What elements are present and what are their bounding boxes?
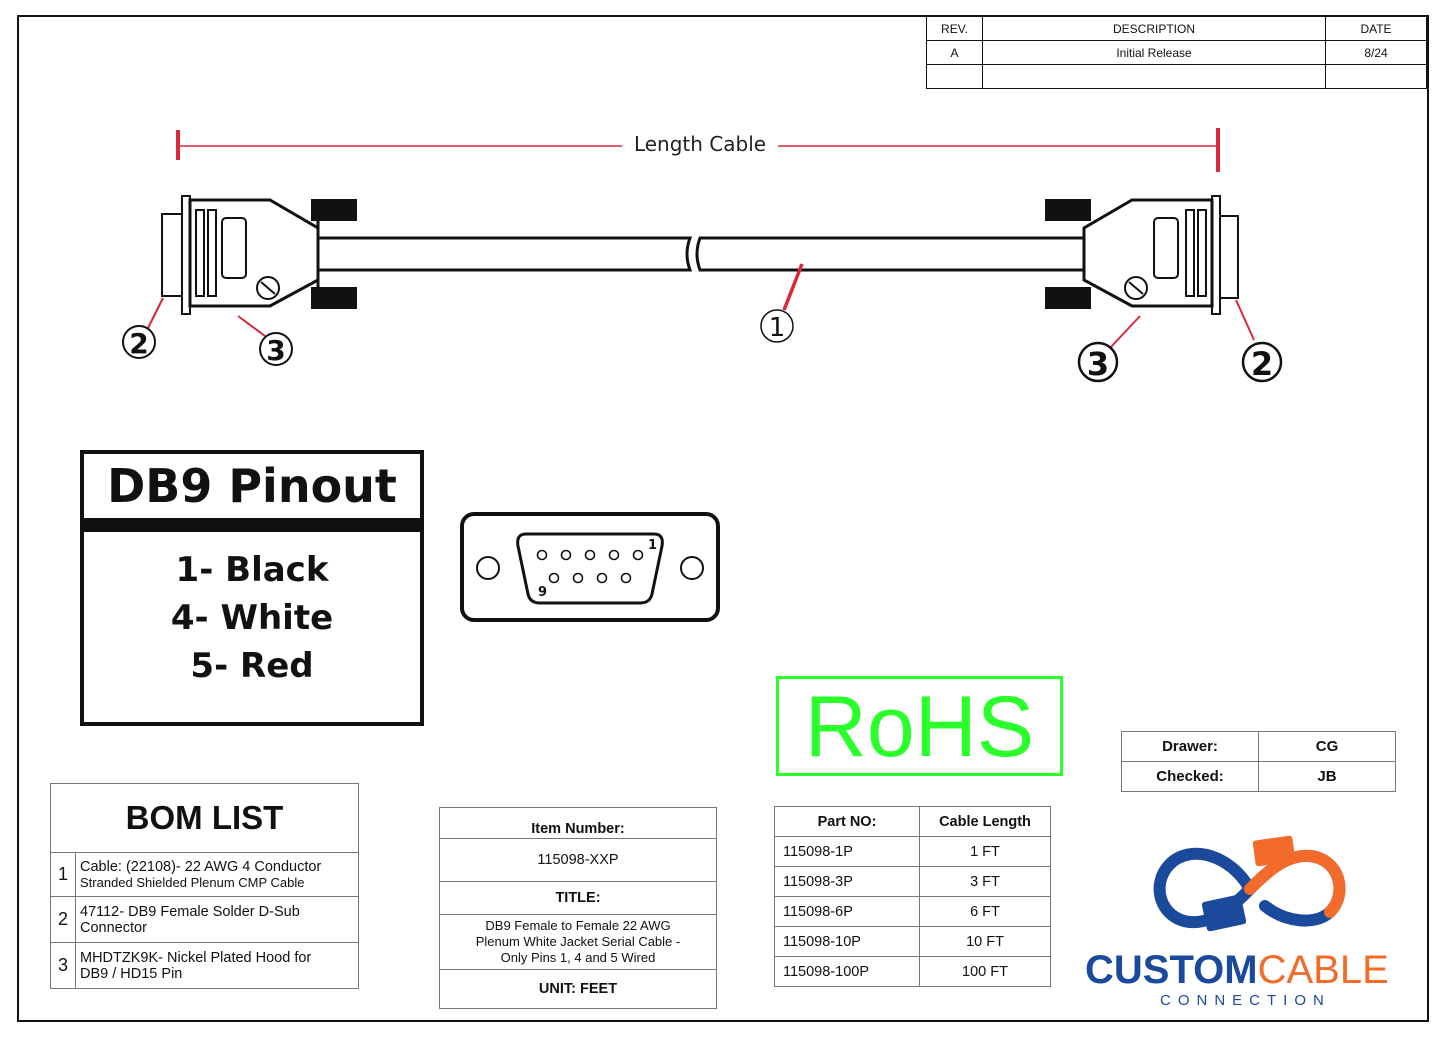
pinout-box: DB9 Pinout 1- Black 4- White 5- Red — [80, 450, 424, 726]
title-line-2: Plenum White Jacket Serial Cable - — [475, 934, 681, 949]
checked-value: JB — [1258, 761, 1396, 792]
callout-2-right-label: 2 — [1251, 345, 1273, 383]
part-number: 115098-100P — [774, 956, 920, 987]
company-logo-icon — [1153, 835, 1346, 932]
bom-desc-line2: DB9 / HD15 Pin — [80, 965, 183, 982]
bom-desc-line1: MHDTZK9K- Nickel Plated Hood for — [80, 949, 312, 966]
logo-subtitle: CONNECTION — [1160, 992, 1331, 1009]
bom-desc-line1: Cable: (22108)- 22 AWG 4 Conductor — [80, 858, 322, 875]
bom-num: 3 — [50, 942, 76, 989]
cable-length: 1 FT — [919, 836, 1051, 867]
rohs-mark: RoHS — [776, 676, 1063, 776]
callout-3-right-label: 3 — [1087, 345, 1109, 383]
drawer-label: Drawer: — [1121, 731, 1259, 762]
title-line-3: Only Pins 1, 4 and 5 Wired — [500, 950, 656, 965]
date-empty — [1325, 64, 1427, 89]
callout-1-label: 1 — [769, 313, 786, 343]
cable-drawing: Length Cable — [122, 128, 1283, 383]
drawer-value: CG — [1258, 731, 1396, 762]
db9-connector-face: 1 9 — [460, 512, 720, 622]
pinout-title: DB9 Pinout — [84, 454, 420, 532]
callout-2-right: 2 — [1241, 341, 1283, 383]
length-dimension: Length Cable — [176, 128, 1220, 172]
callout-2-left: 2 — [122, 325, 156, 360]
right-connector — [1045, 195, 1239, 315]
pin-9-label: 9 — [538, 585, 547, 600]
bom-num: 1 — [50, 852, 76, 897]
left-connector — [161, 195, 357, 315]
part-number: 115098-1P — [774, 836, 920, 867]
pinout-line-1: 1- Black — [175, 550, 329, 590]
date-value: 8/24 — [1325, 40, 1427, 65]
description-header: DESCRIPTION — [982, 16, 1326, 41]
item-number-value: 115098-XXP — [439, 838, 717, 882]
part-number: 115098-10P — [774, 926, 920, 957]
pinout-line-5: 5- Red — [190, 646, 314, 686]
unit-label: UNIT: FEET — [439, 969, 717, 1009]
callout-3-left-label: 3 — [266, 334, 285, 367]
db9-pins — [536, 549, 644, 584]
title-label: TITLE: — [439, 881, 717, 915]
item-number-label: Item Number: — [439, 807, 717, 839]
bom-desc-line1: 47112- DB9 Female Solder D-Sub — [80, 903, 300, 920]
date-header: DATE — [1325, 16, 1427, 41]
callout-3-right: 3 — [1077, 341, 1119, 383]
bom-num: 2 — [50, 896, 76, 943]
bom-desc-line2: Connector — [80, 919, 147, 936]
logo-word-custom: CUSTOM — [1085, 948, 1258, 992]
part-number: 115098-6P — [774, 896, 920, 927]
pinout-line-4: 4- White — [170, 598, 334, 638]
company-logo-wordmark: CUSTOMCABLE — [1085, 948, 1389, 993]
logo-word-cable: CABLE — [1257, 948, 1389, 992]
pin-1-label: 1 — [648, 538, 657, 553]
cable-length: 10 FT — [919, 926, 1051, 957]
bom-title: BOM LIST — [50, 783, 359, 853]
length-cable-label: Length Cable — [634, 132, 766, 156]
cable-length: 100 FT — [919, 956, 1051, 987]
cable-length-header: Cable Length — [919, 806, 1051, 837]
callout-leaders — [147, 263, 1255, 349]
item-table: Item Number: 115098-XXP TITLE: DB9 Femal… — [439, 807, 717, 1009]
signoff-table: Drawer: CG Checked: JB — [1121, 731, 1396, 792]
cable-length: 6 FT — [919, 896, 1051, 927]
bom-table: BOM LIST 1 Cable: (22108)- 22 AWG 4 Cond… — [50, 783, 359, 989]
part-no-header: Part NO: — [774, 806, 920, 837]
part-number: 115098-3P — [774, 866, 920, 897]
cable-length: 3 FT — [919, 866, 1051, 897]
cable-body — [316, 236, 1086, 272]
drawing-frame — [17, 15, 1429, 1022]
title-line-1: DB9 Female to Female 22 AWG — [485, 918, 671, 933]
bom-desc-line2: Stranded Shielded Plenum CMP Cable — [80, 874, 305, 890]
callout-2-left-label: 2 — [129, 327, 148, 360]
callout-3-left: 3 — [259, 332, 293, 367]
revision-table: REV. DESCRIPTION DATE A Initial Release … — [926, 16, 1427, 89]
rev-empty — [926, 64, 983, 89]
callout-1: 1 — [760, 309, 794, 343]
checked-label: Checked: — [1121, 761, 1259, 792]
